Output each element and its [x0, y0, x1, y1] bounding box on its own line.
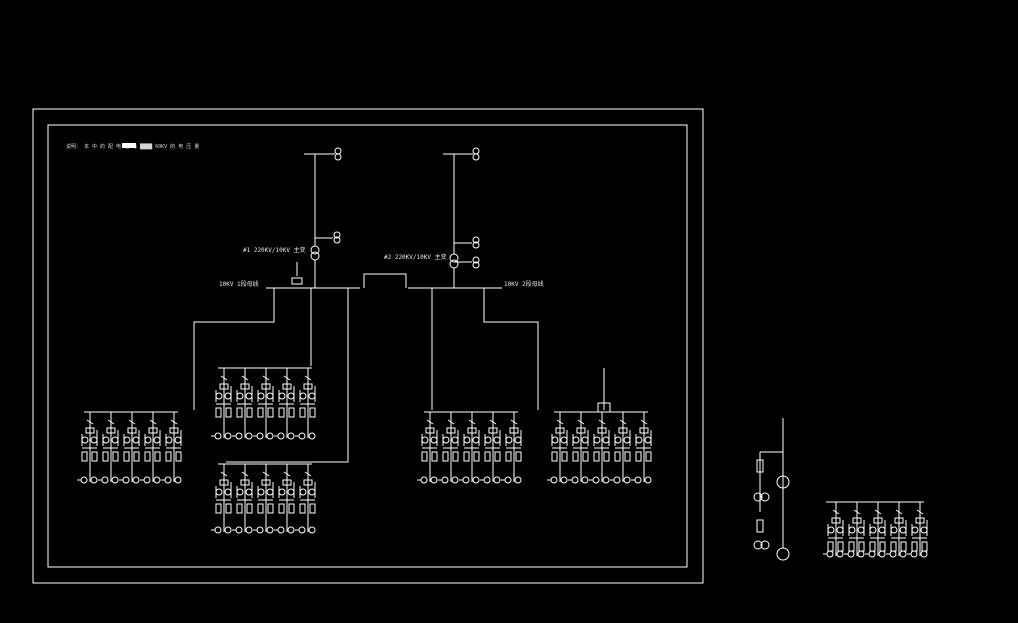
transformer2-label: #2 220KV/10KV 主变 [384, 253, 447, 261]
transformer1-label: #1 220KV/10KV 主变 [243, 246, 306, 254]
outer-frame [32, 108, 704, 584]
feeders [193, 288, 611, 463]
cabinet-group-2 [211, 367, 316, 440]
bus2-label: 10KV 2段母线 [504, 280, 544, 288]
cabinet-group-3 [211, 463, 316, 534]
cabinet-group-legend [823, 501, 928, 558]
cabinet-group-4 [417, 411, 522, 484]
cabinet-group-1 [77, 411, 182, 484]
cabinet-group-5 [547, 411, 652, 484]
bus1-label: 10KV 1段母线 [219, 280, 259, 288]
incoming-line-2 [443, 147, 480, 288]
inner-frame [47, 124, 688, 568]
switchgear-cabinets [77, 367, 928, 558]
incoming-line-1 [291, 147, 342, 288]
note-redaction [122, 143, 136, 148]
bus-tie [363, 273, 407, 288]
side-detail [753, 418, 920, 561]
